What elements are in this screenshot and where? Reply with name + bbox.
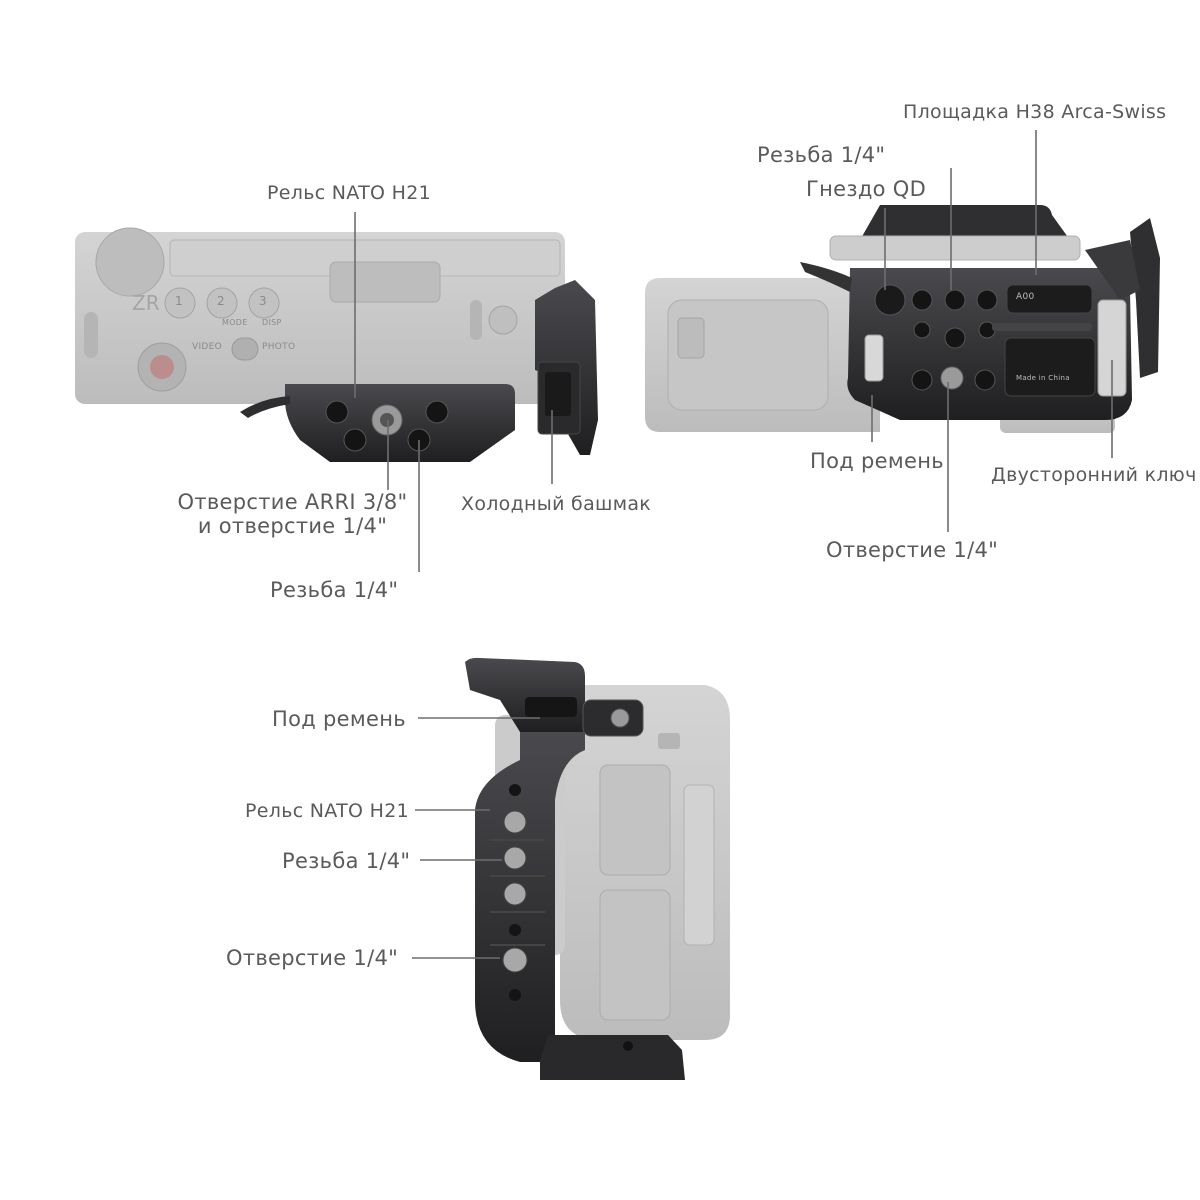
camera-label-mode: MODE [222,318,248,327]
top-cold-shoe-label: Холодный башмак [461,493,652,515]
plate-marking-a00: A00 [1016,292,1035,302]
camera-button-2: 2 [217,294,225,308]
top-view-camera: ZR [75,227,565,404]
side-strap-label: Под ремень [272,707,406,731]
top-view-cage [240,280,598,462]
bottom-double-key-label: Двусторонний ключ [991,464,1197,486]
side-hole-label: Отверстие 1/4" [226,946,399,970]
top-thread-label: Резьба 1/4" [270,578,399,602]
side-view-cage [465,657,685,1080]
plate-marking-made-in: Made in China [1016,374,1070,382]
bottom-arca-plate-label: Площадка H38 Arca-Swiss [903,101,1167,123]
top-nato-rail-label: Рельс NATO H21 [267,182,431,204]
top-arri-hole-label: Отверстие ARRI 3/8" и отверстие 1/4" [170,490,415,538]
side-nato-rail-label: Рельс NATO H21 [245,800,409,822]
top-view-camera-buttons [164,287,280,319]
bottom-thread-label: Резьба 1/4" [757,143,886,167]
bottom-hole-label: Отверстие 1/4" [826,538,999,562]
bottom-strap-label: Под ремень [810,449,944,473]
camera-label-disp: DISP [262,318,282,327]
bottom-qd-socket-label: Гнездо QD [806,177,927,201]
leader-lines [354,130,1113,959]
top-arri-hole-line1: Отверстие ARRI 3/8" [177,490,408,514]
bottom-view-cage [800,205,1160,420]
side-thread-label: Резьба 1/4" [282,849,411,873]
camera-button-3: 3 [259,294,267,308]
camera-label-photo: PHOTO [262,342,296,352]
svg-text:ZR: ZR [132,291,160,315]
camera-label-video: VIDEO [192,342,223,352]
camera-button-1: 1 [175,294,183,308]
top-arri-hole-line2: и отверстие 1/4" [197,514,388,538]
